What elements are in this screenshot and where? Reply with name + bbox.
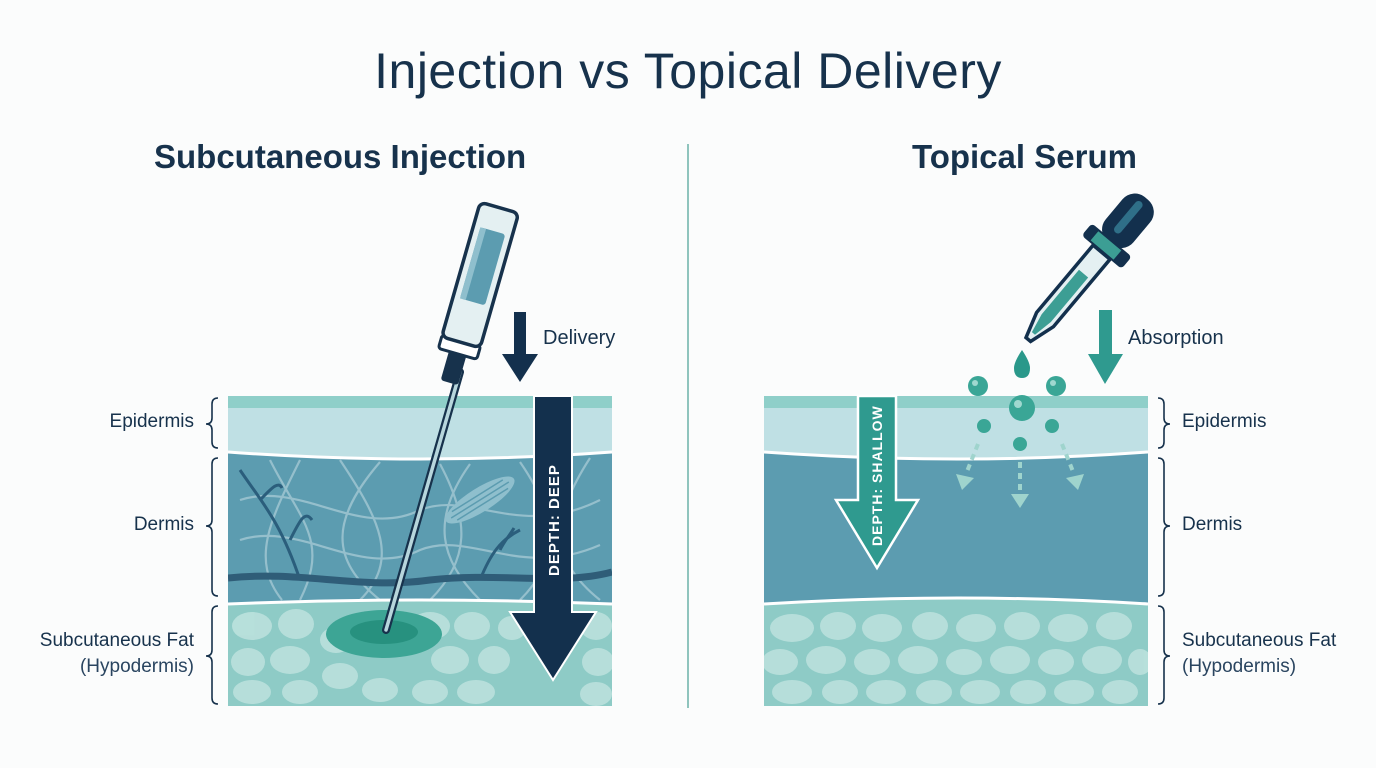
delivery-arrow-icon <box>502 312 538 382</box>
brace-dermis-left <box>205 457 219 597</box>
left-label-hypodermis: (Hypodermis) <box>79 656 194 677</box>
serum-particles <box>968 376 1066 451</box>
right-label-dermis: Dermis <box>1182 514 1243 535</box>
serum-drop <box>1014 350 1030 378</box>
right-skin-block <box>764 396 1148 706</box>
page-title: Injection vs Topical Delivery <box>374 43 1002 99</box>
right-label-fat: Subcutaneous Fat <box>1182 630 1337 651</box>
brace-dermis-right <box>1157 457 1171 597</box>
left-label-epidermis: Epidermis <box>109 411 194 432</box>
absorption-arrow-icon <box>1088 310 1123 384</box>
depth-deep-arrow <box>508 395 598 682</box>
syringe-icon <box>382 201 520 634</box>
right-stratum-corneum <box>764 396 1148 408</box>
right-boundary-2 <box>764 596 1148 606</box>
left-stratum-corneum <box>228 396 612 408</box>
left-epidermis-layer <box>228 396 612 459</box>
right-boundary-1 <box>764 450 1148 461</box>
left-label-fat: Subcutaneous Fat <box>39 630 194 651</box>
penetration-arrowheads <box>956 474 1084 508</box>
delivery-label: Delivery <box>543 327 616 349</box>
depth-shallow-arrow <box>833 394 921 571</box>
right-fat-cells <box>764 612 1148 704</box>
right-panel-title: Topical Serum <box>912 138 1137 175</box>
syringe-hub <box>441 348 467 385</box>
brace-epidermis-left <box>205 397 219 449</box>
brace-epidermis-right <box>1157 397 1171 449</box>
left-panel-title: Subcutaneous Injection <box>154 138 527 175</box>
dropper-icon <box>1023 193 1154 344</box>
right-dermis-layer <box>764 452 1148 604</box>
dropper-liquid <box>1031 269 1089 335</box>
left-label-dermis: Dermis <box>133 514 194 535</box>
right-label-epidermis: Epidermis <box>1182 411 1267 432</box>
absorption-label: Absorption <box>1128 327 1224 349</box>
left-dermis-layer <box>228 452 612 604</box>
right-label-hypodermis: (Hypodermis) <box>1182 656 1297 677</box>
penetration-arrows <box>964 443 1076 494</box>
syringe-liquid <box>460 227 505 305</box>
brace-fat-left <box>205 605 219 705</box>
left-braces <box>205 397 219 705</box>
right-braces <box>1157 397 1171 705</box>
depth-deep-label: DEPTH: DEEP <box>546 464 563 576</box>
brace-fat-right <box>1157 605 1171 705</box>
nerve-fibers <box>238 469 521 581</box>
depth-shallow-label: DEPTH: SHALLOW <box>869 405 885 546</box>
hair-follicle <box>445 476 515 524</box>
